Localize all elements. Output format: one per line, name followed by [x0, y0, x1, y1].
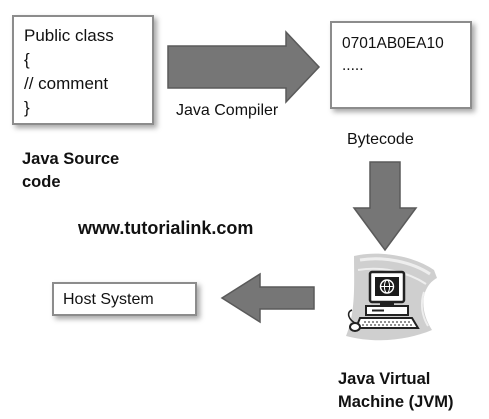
computer-icon	[346, 253, 437, 341]
java-source-caption-line: Java Source	[22, 150, 120, 168]
java-compiler-label: Java Compiler	[176, 102, 279, 119]
code-line: {	[24, 50, 30, 69]
java-source-caption-line: code	[22, 173, 61, 191]
bytecode-line: 0701AB0EA10	[342, 35, 444, 52]
compile-arrow-icon	[167, 30, 321, 104]
jvm-caption-line: Machine (JVM)	[338, 393, 454, 411]
code-line: Public class	[24, 26, 114, 45]
host-system-box: Host System	[52, 282, 197, 316]
bytecode-box: 0701AB0EA10 .....	[330, 21, 472, 109]
bytecode-caption: Bytecode	[347, 131, 414, 148]
jvm-caption-line: Java Virtual	[338, 370, 431, 388]
code-line: // comment	[24, 74, 109, 93]
host-system-label: Host System	[63, 291, 154, 308]
java-source-caption: Java Source code	[22, 148, 119, 194]
jvm-caption: Java Virtual Machine (JVM)	[338, 368, 454, 414]
source-code-box: Public class { // comment }	[12, 15, 154, 125]
website-label: www.tutorialink.com	[78, 218, 254, 238]
code-line: }	[24, 98, 30, 117]
bytecode-line: .....	[342, 57, 364, 74]
left-arrow-icon	[220, 272, 315, 324]
down-arrow-icon	[352, 161, 418, 252]
